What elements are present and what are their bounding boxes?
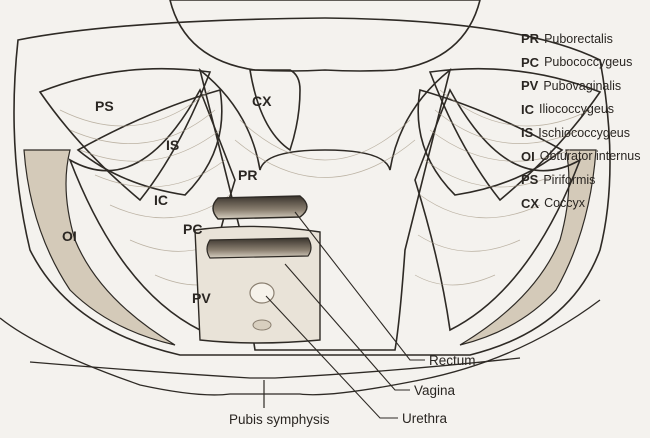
caption-urethra: Urethra bbox=[402, 411, 448, 426]
obturator-internus-left bbox=[24, 150, 175, 345]
label-cx: CX bbox=[252, 93, 272, 109]
rectum-opening bbox=[213, 196, 307, 219]
label-pr: PR bbox=[238, 167, 257, 183]
caption-rectum: Rectum bbox=[429, 353, 476, 368]
urethra-lower-mark bbox=[253, 320, 271, 330]
label-ps: PS bbox=[95, 98, 114, 114]
label-is: IS bbox=[166, 137, 179, 153]
label-pv: PV bbox=[192, 290, 211, 306]
label-ic: IC bbox=[154, 192, 168, 208]
caption-pubis-symphysis: Pubis symphysis bbox=[229, 412, 330, 427]
caption-vagina: Vagina bbox=[414, 383, 456, 398]
coccyx-shape bbox=[170, 0, 480, 71]
coccyx-tip bbox=[250, 70, 300, 150]
vagina-opening bbox=[207, 238, 311, 258]
label-oi: OI bbox=[62, 228, 77, 244]
label-pc: PC bbox=[183, 221, 202, 237]
